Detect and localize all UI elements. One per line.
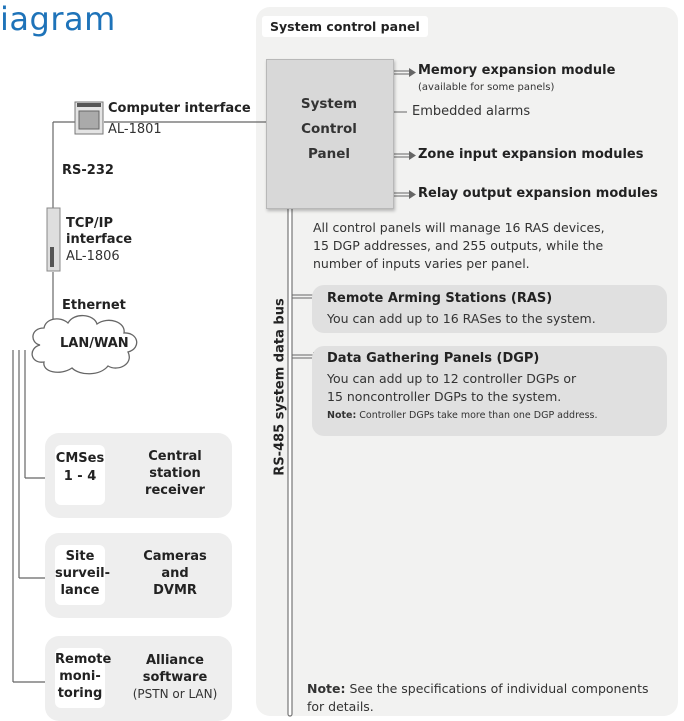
- computer-interface-icon: [74, 101, 104, 135]
- rs485-bus-label: RS-485 system data bus: [272, 298, 288, 476]
- embedded-alarms-label: Embedded alarms: [412, 104, 531, 119]
- group2-left: Site surveil- lance: [55, 545, 110, 605]
- ethernet-label: Ethernet: [62, 298, 126, 313]
- dgp-title: Data Gathering Panels (DGP): [327, 351, 540, 366]
- group1-right: Central station receiver: [145, 449, 205, 498]
- computer-interface-model: AL-1801: [108, 122, 162, 137]
- ras-title: Remote Arming Stations (RAS): [327, 291, 553, 306]
- tcpip-interface-icon: [46, 207, 61, 272]
- group1-left: CMSes 1 - 4: [55, 445, 105, 505]
- dgp-box: [312, 346, 667, 436]
- panel-tab: System control panel: [262, 16, 428, 37]
- bottom-note: Note: See the specifications of individu…: [307, 681, 649, 714]
- group2-right: Cameras and DVMR: [143, 549, 207, 598]
- system-control-panel-box: [266, 59, 394, 209]
- dgp-line1: You can add up to 12 controller DGPs or: [327, 371, 577, 386]
- panel-description: All control panels will manage 16 RAS de…: [313, 220, 605, 271]
- lanwan-label: LAN/WAN: [60, 336, 129, 351]
- rs232-label: RS-232: [62, 163, 114, 178]
- tcpip-label: TCP/IP interface: [66, 216, 133, 247]
- tcpip-model: AL-1806: [66, 249, 120, 264]
- computer-interface-label: Computer interface: [108, 101, 251, 116]
- dgp-line2: 15 noncontroller DGPs to the system.: [327, 389, 562, 404]
- memory-expansion-label: Memory expansion module: [418, 63, 616, 78]
- diagram-title: iagram: [0, 0, 116, 38]
- relay-output-label: Relay output expansion modules: [418, 186, 658, 201]
- group3-right: Alliance software (PSTN or LAN): [132, 653, 218, 701]
- group3-left: Remote moni- toring: [55, 648, 111, 708]
- memory-expansion-note: (available for some panels): [418, 82, 555, 93]
- scp-label: System Control Panel: [300, 96, 358, 162]
- ras-box: [312, 285, 667, 333]
- zone-input-label: Zone input expansion modules: [418, 147, 644, 162]
- dgp-note: Note: Controller DGPs take more than one…: [327, 410, 598, 421]
- ras-text: You can add up to 16 RASes to the system…: [327, 311, 596, 326]
